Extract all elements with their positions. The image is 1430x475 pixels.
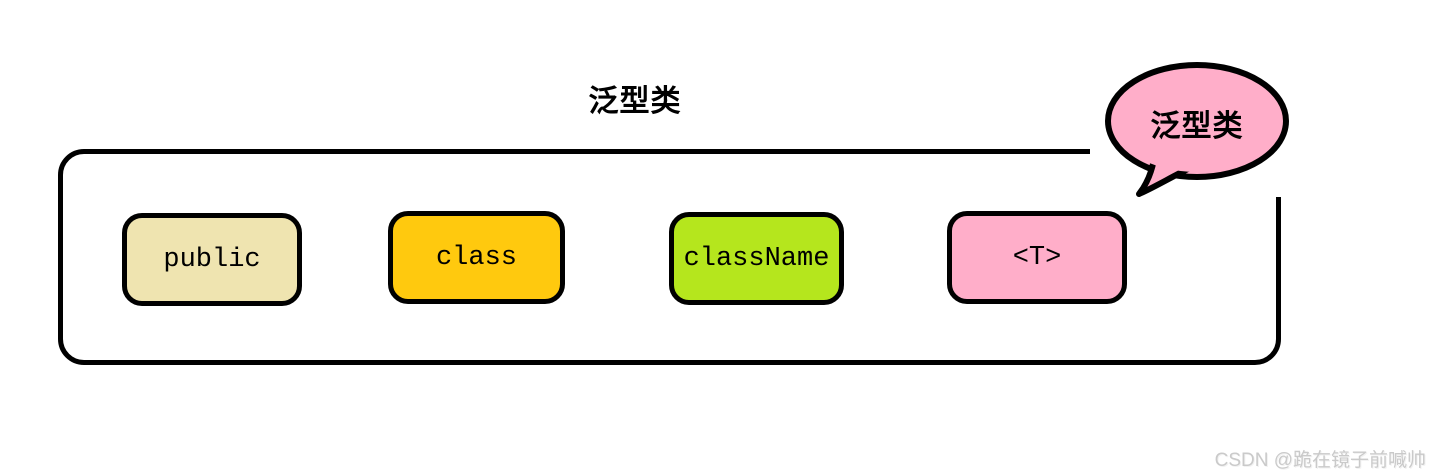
token-box-public: public — [122, 213, 302, 306]
token-label-class: class — [435, 242, 517, 273]
watermark-text: CSDN @跪在镜子前喊帅 — [1214, 450, 1426, 471]
speech-bubble-inner — [1113, 70, 1281, 172]
token-label-public: public — [163, 244, 261, 275]
speech-bubble-icon — [1105, 62, 1289, 197]
speech-bubble-label: 泛型类 — [1150, 109, 1244, 144]
diagram-title: 泛型类 — [588, 84, 682, 119]
token-label-classname: className — [683, 243, 830, 274]
generic-class-container — [58, 149, 1281, 365]
token-label-type-parameter: <T> — [1012, 242, 1062, 273]
token-box-classname: className — [669, 212, 844, 305]
token-box-type-parameter: <T> — [947, 211, 1127, 304]
token-box-class: class — [388, 211, 565, 304]
